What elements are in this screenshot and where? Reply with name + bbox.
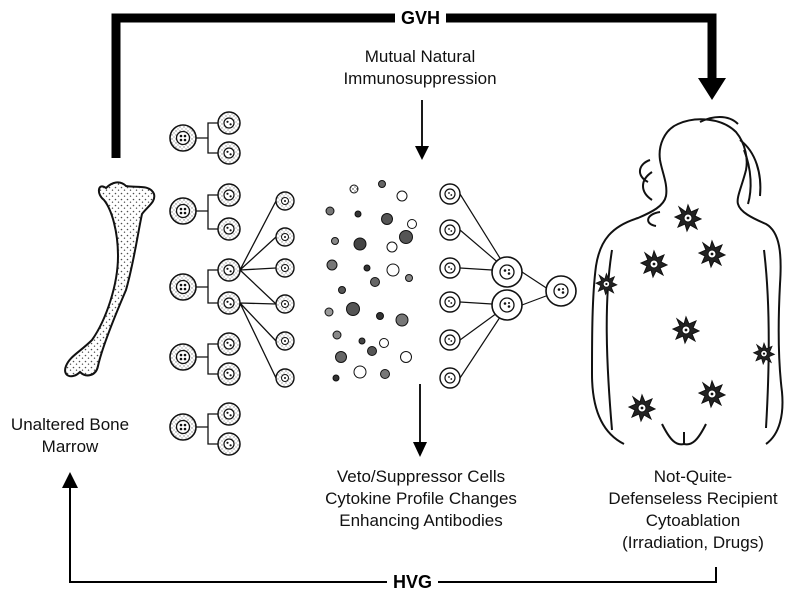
recipient-body-illustration — [590, 116, 784, 446]
converging-cells — [439, 183, 577, 389]
lineage-cells — [169, 111, 295, 456]
stem-cell-lineage — [196, 122, 277, 445]
mutual-arrow — [415, 100, 429, 160]
suppressor-cell-cloud — [324, 180, 417, 382]
bone-illustration — [64, 181, 156, 378]
host-cells — [595, 204, 775, 422]
hvg-label: HVG — [387, 571, 439, 593]
gvh-label: GVH — [395, 7, 447, 29]
recipient-label: Not-Quite- Defenseless Recipient Cytoabl… — [608, 467, 778, 552]
mechanisms-label: Veto/Suppressor Cells Cytokine Profile C… — [325, 467, 517, 530]
mutual-immunosuppression-label: Mutual Natural Immunosuppression — [343, 47, 497, 88]
mechanism-arrow — [413, 384, 427, 457]
bone-marrow-label: Unaltered Bone Marrow — [10, 415, 130, 456]
